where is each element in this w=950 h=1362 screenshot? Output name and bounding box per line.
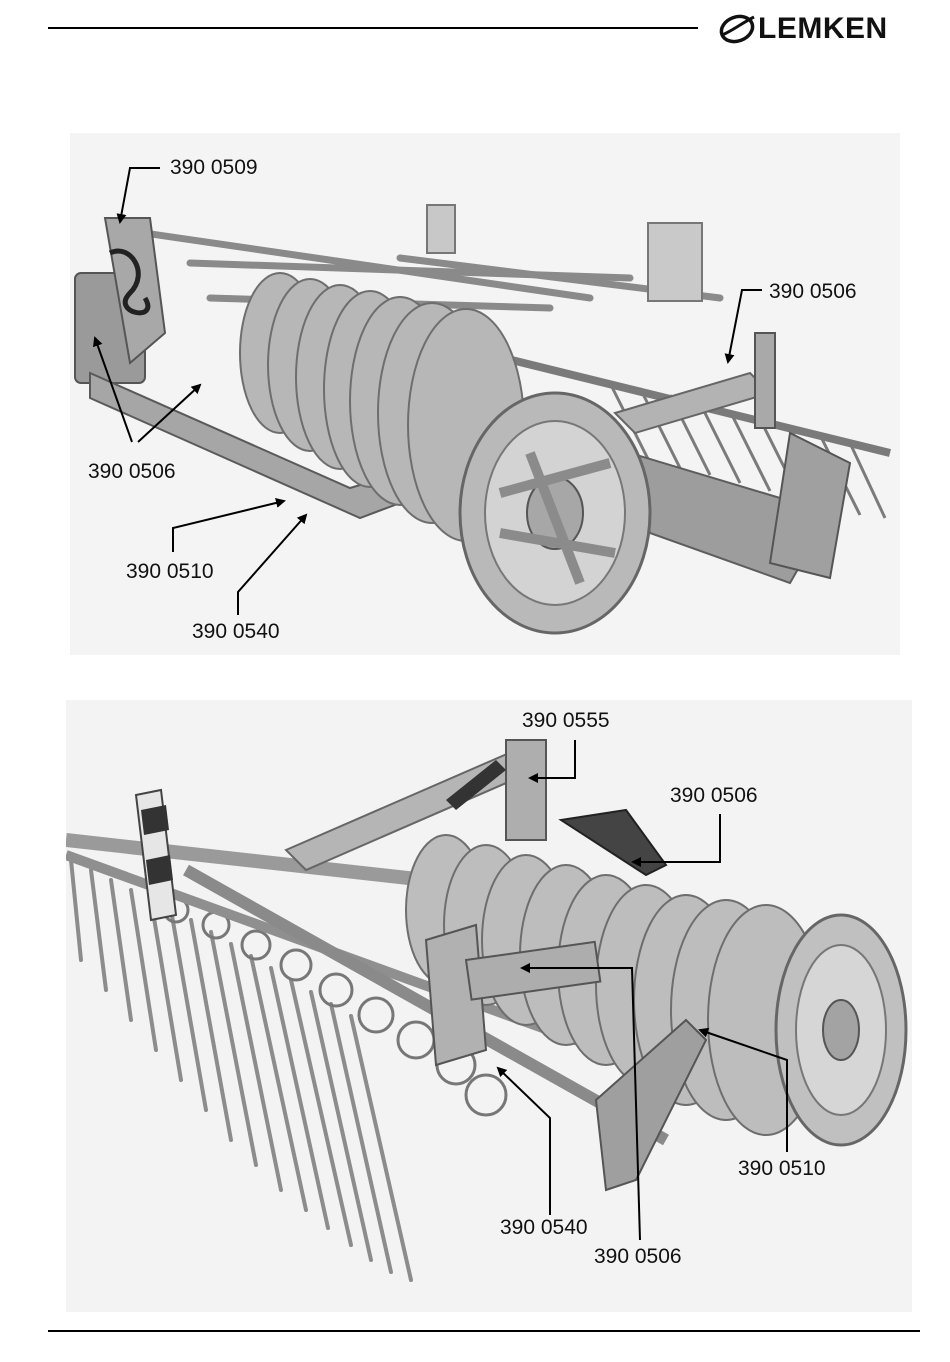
footer-rule xyxy=(48,1330,920,1332)
machine-photo-front-view xyxy=(66,700,912,1312)
brand-name: LEMKEN xyxy=(758,12,888,46)
callout-label: 390 0540 xyxy=(500,1217,588,1238)
lemken-swoosh-icon xyxy=(718,11,756,47)
header-rule xyxy=(48,27,698,29)
callout-label: 390 0510 xyxy=(738,1158,826,1179)
callout-label: 390 0506 xyxy=(88,461,176,482)
callout-label: 390 0509 xyxy=(170,157,258,178)
brand-logo: LEMKEN xyxy=(718,10,923,48)
callout-label: 390 0540 xyxy=(192,621,280,642)
callout-label: 390 0506 xyxy=(769,281,857,302)
callout-label: 390 0506 xyxy=(670,785,758,806)
callout-label: 390 0510 xyxy=(126,561,214,582)
callout-label: 390 0555 xyxy=(522,710,610,731)
callout-label: 390 0506 xyxy=(594,1246,682,1267)
